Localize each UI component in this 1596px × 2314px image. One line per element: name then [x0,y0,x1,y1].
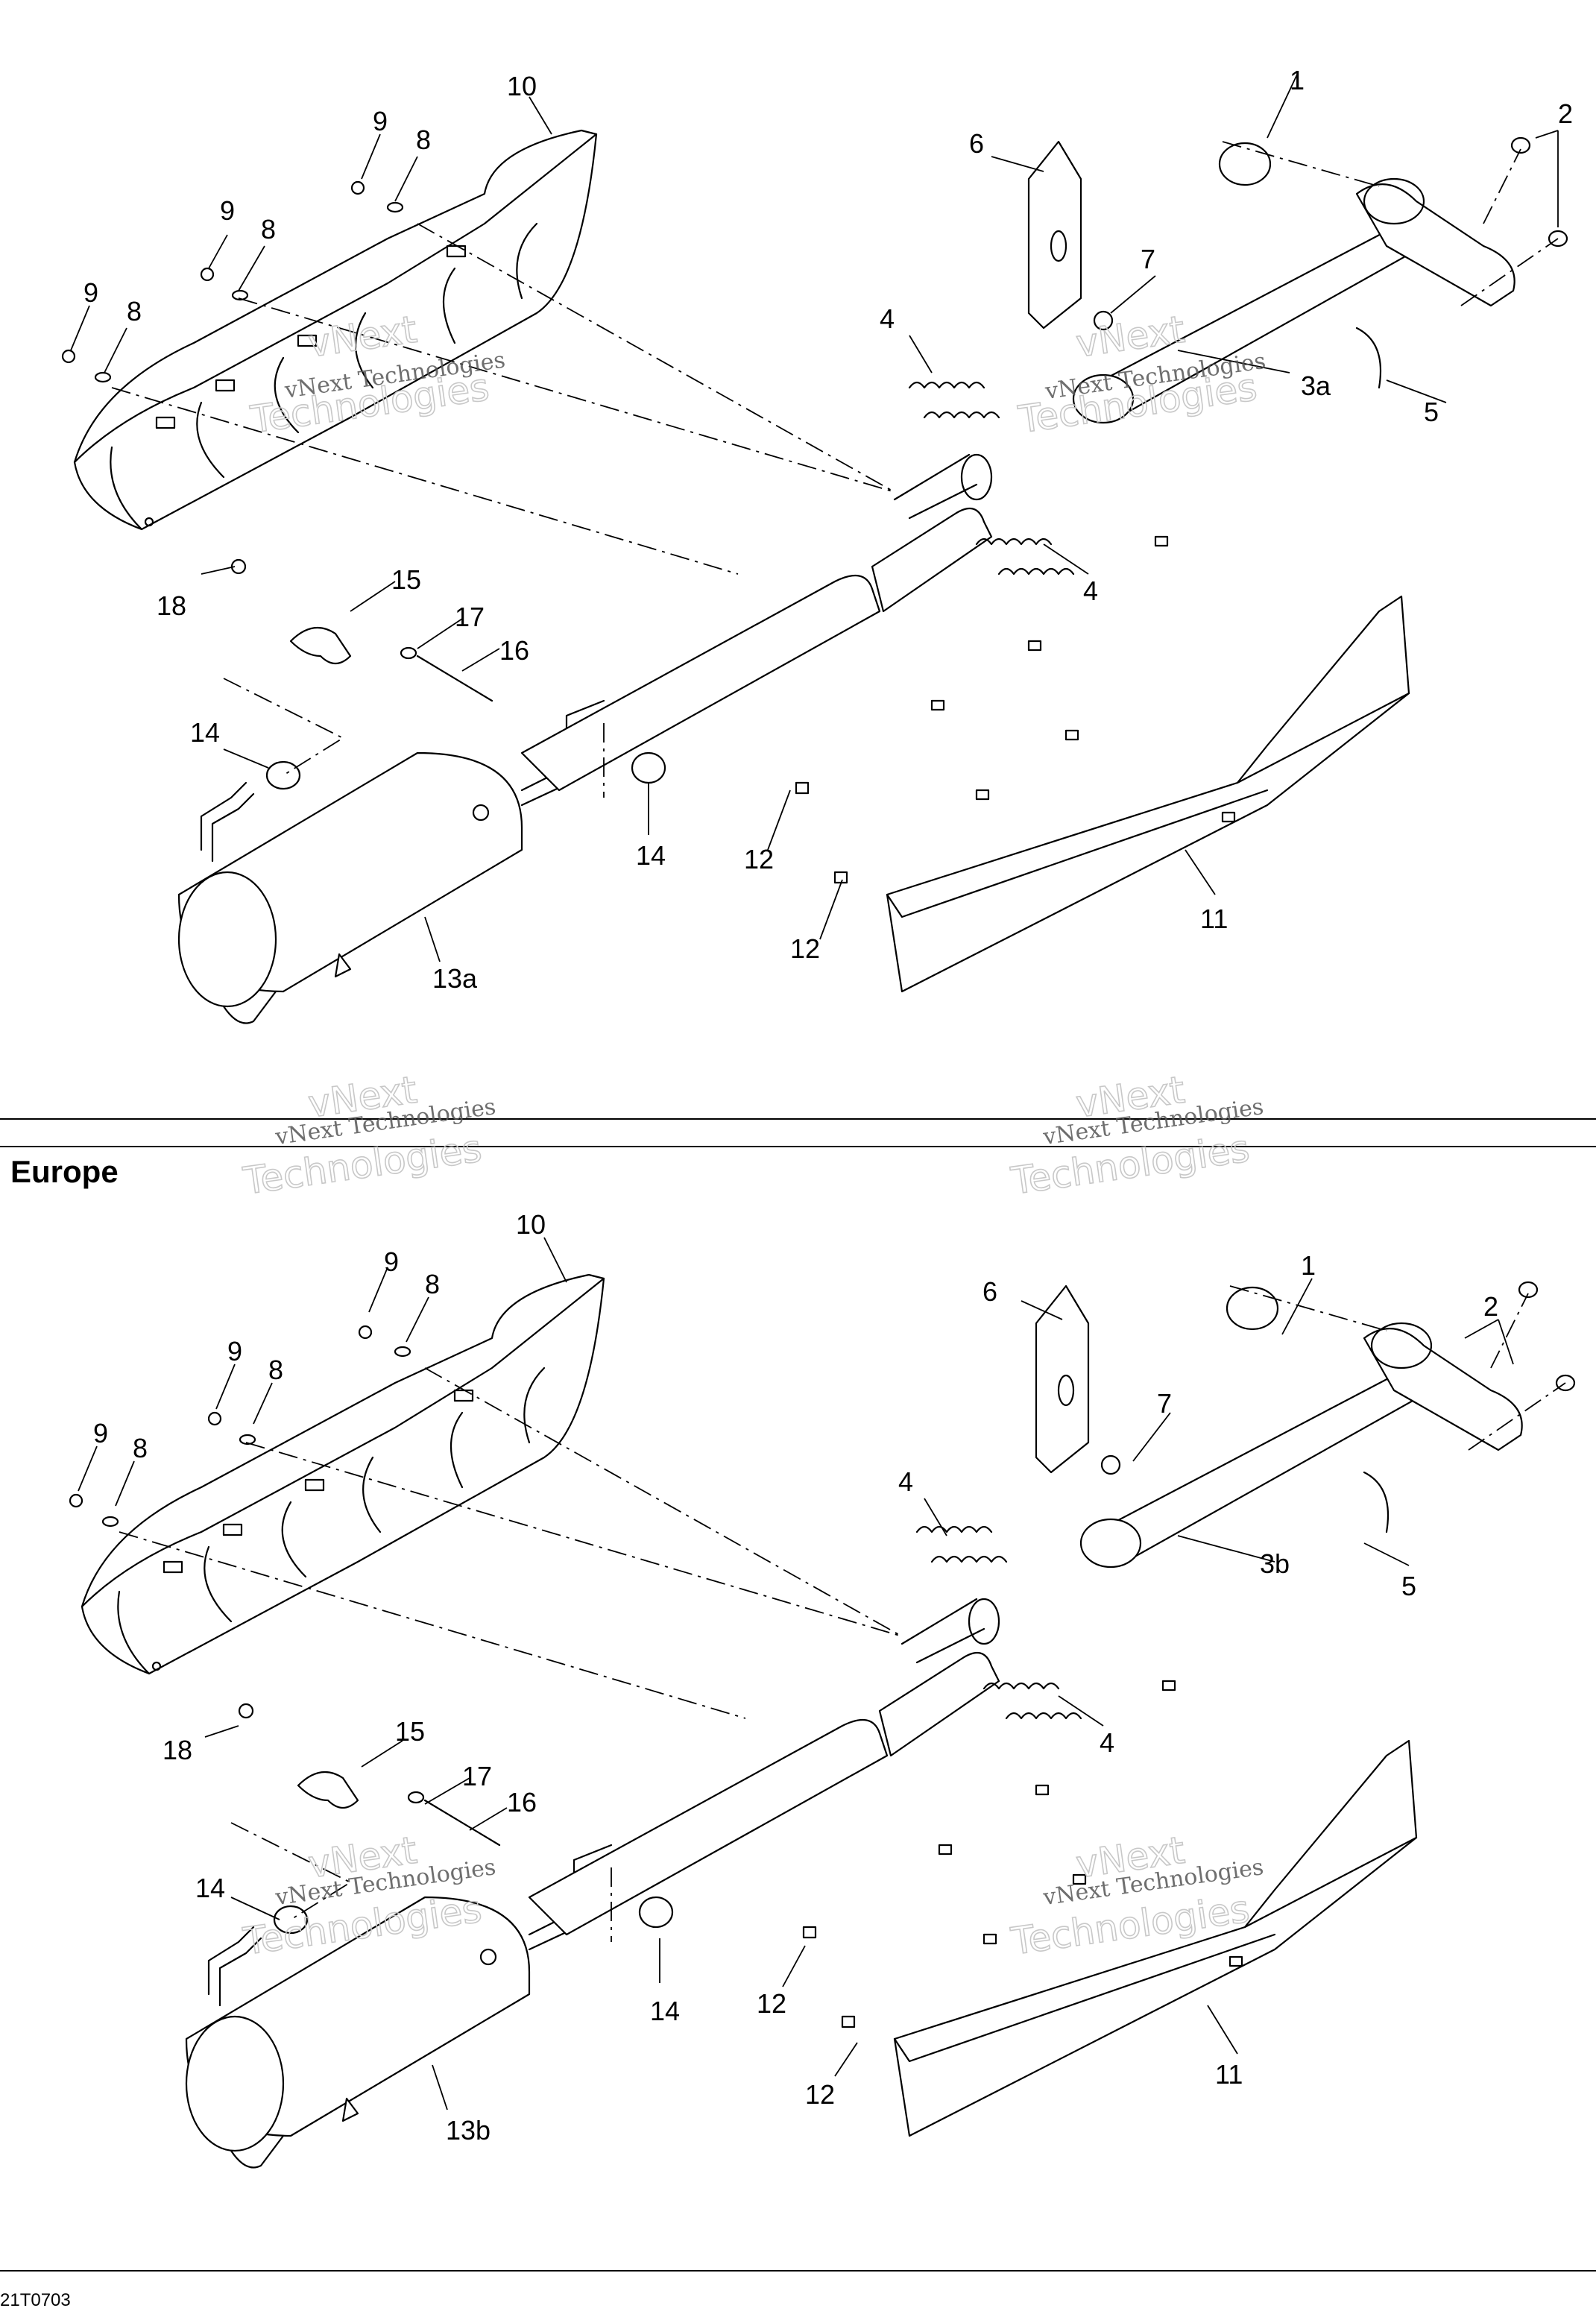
callout-2: 2 [1483,1291,1498,1322]
callout-1: 1 [1301,1250,1316,1281]
callout-11: 11 [1200,904,1228,934]
callout-12a: 12 [744,844,774,874]
callout-8a: 8 [425,1269,440,1299]
callout-8a: 8 [416,124,431,155]
callout-13: 13b [446,2115,491,2146]
section-divider-top [0,1118,1596,1120]
callout-5: 5 [1424,397,1439,427]
callout-10: 10 [507,71,537,101]
callout-9a: 9 [384,1246,399,1277]
callout-18: 18 [163,1735,192,1765]
section-europe-diagram: 1 2 3b 4 4 5 6 7 8 8 8 9 9 9 10 11 12 12… [69,1209,1576,2169]
footer-rule [0,2270,1596,2272]
callout-16: 16 [499,635,529,666]
callout-2: 2 [1558,98,1573,129]
callout-8c: 8 [127,296,142,327]
callout-15: 15 [395,1716,425,1747]
callout-14a: 14 [190,717,220,748]
callout-17: 17 [455,602,485,632]
callout-4a: 4 [898,1466,913,1497]
callout-9a: 9 [373,106,388,136]
callout-4b: 4 [1100,1727,1114,1758]
callout-14b: 14 [650,1996,680,2026]
callout-3: 3a [1301,371,1331,401]
callout-6: 6 [969,128,984,159]
callout-15: 15 [391,564,421,595]
drawing-code: 21T0703 [0,2290,71,2310]
callout-17: 17 [462,1761,492,1791]
section-standard-diagram: 1 2 3a 4 4 5 6 7 8 8 8 9 9 9 10 11 12 12… [61,65,1573,1024]
callout-7: 7 [1157,1388,1172,1419]
callout-13: 13a [432,963,478,994]
callout-12b: 12 [790,933,820,964]
callout-9c: 9 [93,1418,108,1448]
callout-18: 18 [157,590,186,621]
callout-14b: 14 [636,840,666,871]
callout-4b: 4 [1083,576,1098,606]
section-divider-bottom [0,1146,1596,1147]
callout-6: 6 [982,1276,997,1307]
callout-9c: 9 [83,277,98,308]
callout-10: 10 [516,1209,546,1240]
callout-12b: 12 [805,2079,835,2110]
callout-7: 7 [1141,244,1155,274]
callout-11: 11 [1215,2059,1243,2090]
watermark-logo-3: vNext vNext Technologies Technologies [240,1068,498,1204]
watermark-logo-4: vNext vNext Technologies Technologies [1008,1068,1266,1204]
callout-8c: 8 [133,1433,148,1463]
europe-section-title: Europe [10,1154,119,1189]
callout-4a: 4 [880,303,895,334]
callout-14a: 14 [195,1873,225,1903]
watermark-logo-5: vNext vNext Technologies Technologies [240,1828,498,1964]
callout-1: 1 [1290,65,1305,95]
callout-9b: 9 [227,1336,242,1366]
callout-3: 3b [1260,1548,1290,1579]
callout-9b: 9 [220,195,235,226]
callout-5: 5 [1401,1571,1416,1601]
callout-8b: 8 [268,1355,283,1385]
callout-12a: 12 [757,1988,786,2019]
callout-8b: 8 [261,214,276,245]
callout-16: 16 [507,1787,537,1818]
